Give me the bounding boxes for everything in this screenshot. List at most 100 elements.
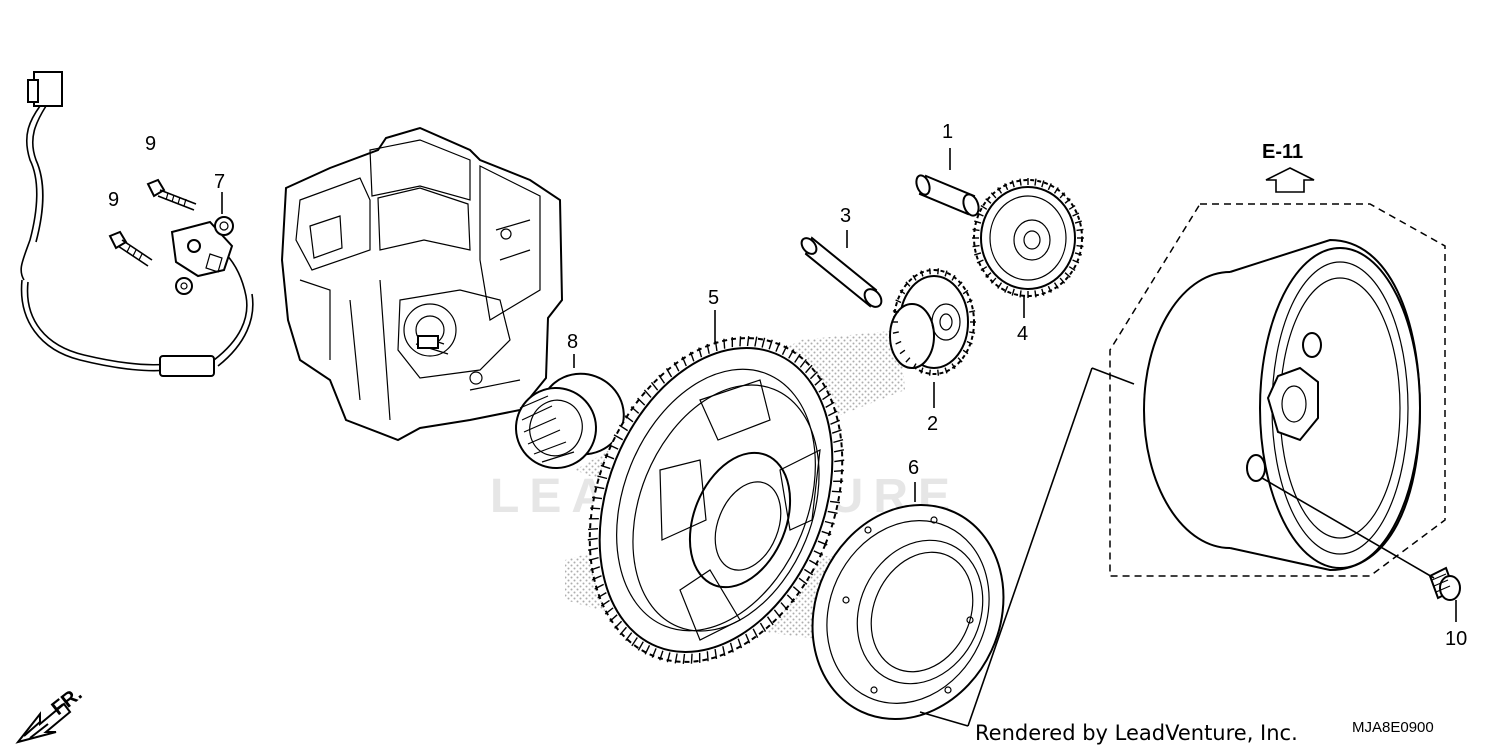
front-direction-arrow-icon <box>15 702 72 744</box>
gear-5-teeth-tooth <box>803 568 814 576</box>
gear-4-teeth-tooth <box>985 272 992 278</box>
leader-lines <box>221 148 1457 727</box>
callout-4: 4 <box>1017 323 1028 345</box>
gear-5-teeth-tooth <box>594 583 605 590</box>
gear-2-teeth-tooth <box>920 367 924 374</box>
gear-4-teeth-tooth <box>974 220 982 224</box>
gear-5-teeth-tooth <box>833 449 845 453</box>
gear-2-teeth <box>892 268 976 376</box>
gear-5-teeth-tooth <box>714 340 718 352</box>
gear-5-teeth-tooth <box>798 577 808 585</box>
gear-5-teeth-tooth <box>723 338 726 349</box>
gear-5-teeth-tooth <box>698 347 703 358</box>
callout-8: 8 <box>567 331 578 353</box>
gear-2-teeth-tooth <box>892 331 899 334</box>
gear-5-teeth-tooth <box>799 358 807 368</box>
gear-5-teeth-tooth <box>666 652 671 663</box>
gear-4-teeth-tooth <box>1053 282 1059 289</box>
gear-2-teeth-tooth <box>969 331 976 334</box>
reduction-gear-shaft-1 <box>915 174 980 217</box>
gear-5-teeth-tooth <box>809 371 818 380</box>
gear-5-teeth-tooth <box>706 343 710 354</box>
gear-2-teeth-tooth <box>944 367 948 374</box>
gear-2-teeth-tooth <box>944 270 948 277</box>
gear-4-teeth-tooth <box>1041 288 1045 296</box>
gear-5-teeth-tooth <box>624 415 634 423</box>
gear-4-teeth-tooth <box>1034 178 1037 186</box>
gear-4-teeth-tooth <box>1004 285 1009 293</box>
gear-5-teeth-tooth <box>794 353 801 363</box>
gear-5-teeth-tooth <box>833 469 845 473</box>
gear-5-teeth-tooth <box>590 507 601 510</box>
gear-5-teeth-tooth <box>658 374 666 384</box>
render-credit: Rendered by LeadVenture, Inc. <box>975 721 1298 745</box>
gear-5-teeth-tooth <box>618 424 629 432</box>
gear-5-teeth-tooth <box>813 550 824 556</box>
gear-5-teeth-tooth <box>600 464 611 470</box>
gear-2-teeth-tooth <box>912 274 917 281</box>
gear-5-teeth-tooth <box>604 607 614 615</box>
callout-2: 2 <box>927 413 938 435</box>
gear-5-teeth-tooth <box>824 520 835 525</box>
gear-4-teeth-tooth <box>976 212 984 217</box>
flywheel-bolt <box>1428 566 1461 601</box>
gear-5-teeth-tooth <box>590 566 601 571</box>
gear-5-teeth-tooth <box>587 547 599 551</box>
gear-4-teeth-tooth <box>980 204 988 210</box>
gear-2-teeth-tooth <box>966 340 973 345</box>
callout-3: 3 <box>840 205 851 227</box>
gear-5-teeth-tooth <box>587 527 599 531</box>
gear-2-teeth-tooth <box>899 349 906 355</box>
gear-5-teeth-tooth <box>650 381 659 391</box>
gear-5-teeth-tooth <box>775 342 781 352</box>
gear-5-teeth-tooth <box>822 393 832 401</box>
gear-5-teeth-tooth <box>689 351 695 362</box>
gear-4-teeth-tooth <box>980 266 988 272</box>
starter-driven-gear <box>588 337 844 663</box>
gear-4-teeth-tooth <box>1068 204 1076 210</box>
gear-5-teeth-tooth <box>808 559 819 566</box>
gear-2-teeth-tooth <box>920 270 924 277</box>
gear-5-teeth-tooth <box>674 653 678 664</box>
gear-4-teeth-tooth <box>1072 259 1080 264</box>
diagram-code: MJA8E0900 <box>1352 719 1434 736</box>
reduction-gear-4 <box>973 179 1083 297</box>
sensor-harness <box>20 71 254 377</box>
gear-4-teeth-tooth <box>974 252 982 256</box>
gear-5-teeth-tooth <box>597 475 608 480</box>
reference-label: E-11 <box>1262 141 1303 163</box>
reduction-gear-2 <box>889 269 975 375</box>
gear-2-teeth-tooth <box>899 289 906 295</box>
gear-5-teeth-tooth <box>829 500 841 504</box>
gear-5-teeth-tooth <box>773 609 782 619</box>
gear-5-teeth-tooth <box>737 638 743 649</box>
gear-5-teeth-tooth <box>613 434 624 441</box>
gear-4-teeth-tooth <box>1019 178 1022 186</box>
callout-1: 1 <box>942 121 953 143</box>
gear-2-teeth-tooth <box>937 369 940 376</box>
bolt-9-lower <box>108 230 153 267</box>
gear-5-teeth-tooth <box>814 377 823 386</box>
gear-5-teeth-tooth <box>588 556 599 561</box>
gear-4-teeth-tooth <box>1047 285 1052 293</box>
gear-2-teeth-tooth <box>912 363 917 370</box>
starter-one-way-clutch <box>811 503 1005 721</box>
gear-5-teeth-tooth <box>609 614 618 623</box>
gear-4-teeth-tooth <box>1004 183 1009 191</box>
gear-4-teeth-tooth <box>1064 198 1071 204</box>
gear-5-teeth-tooth <box>761 337 766 348</box>
gear-4-teeth-tooth <box>976 259 984 264</box>
gear-5-teeth-tooth <box>659 650 664 661</box>
gear-4-teeth-tooth <box>990 192 997 199</box>
gear-5-teeth-tooth <box>825 401 835 408</box>
gear-5-teeth <box>587 336 845 664</box>
gear-5-teeth-tooth <box>631 637 638 647</box>
gear-5-teeth-tooth <box>673 361 680 372</box>
gear-2-teeth-tooth <box>928 268 931 275</box>
gear-4-teeth-tooth <box>1053 187 1059 194</box>
callout-9-lower: 9 <box>108 189 119 211</box>
callout-5: 5 <box>708 287 719 309</box>
gear-5-teeth-tooth <box>619 626 627 636</box>
gear-4-teeth-tooth <box>1076 244 1084 248</box>
